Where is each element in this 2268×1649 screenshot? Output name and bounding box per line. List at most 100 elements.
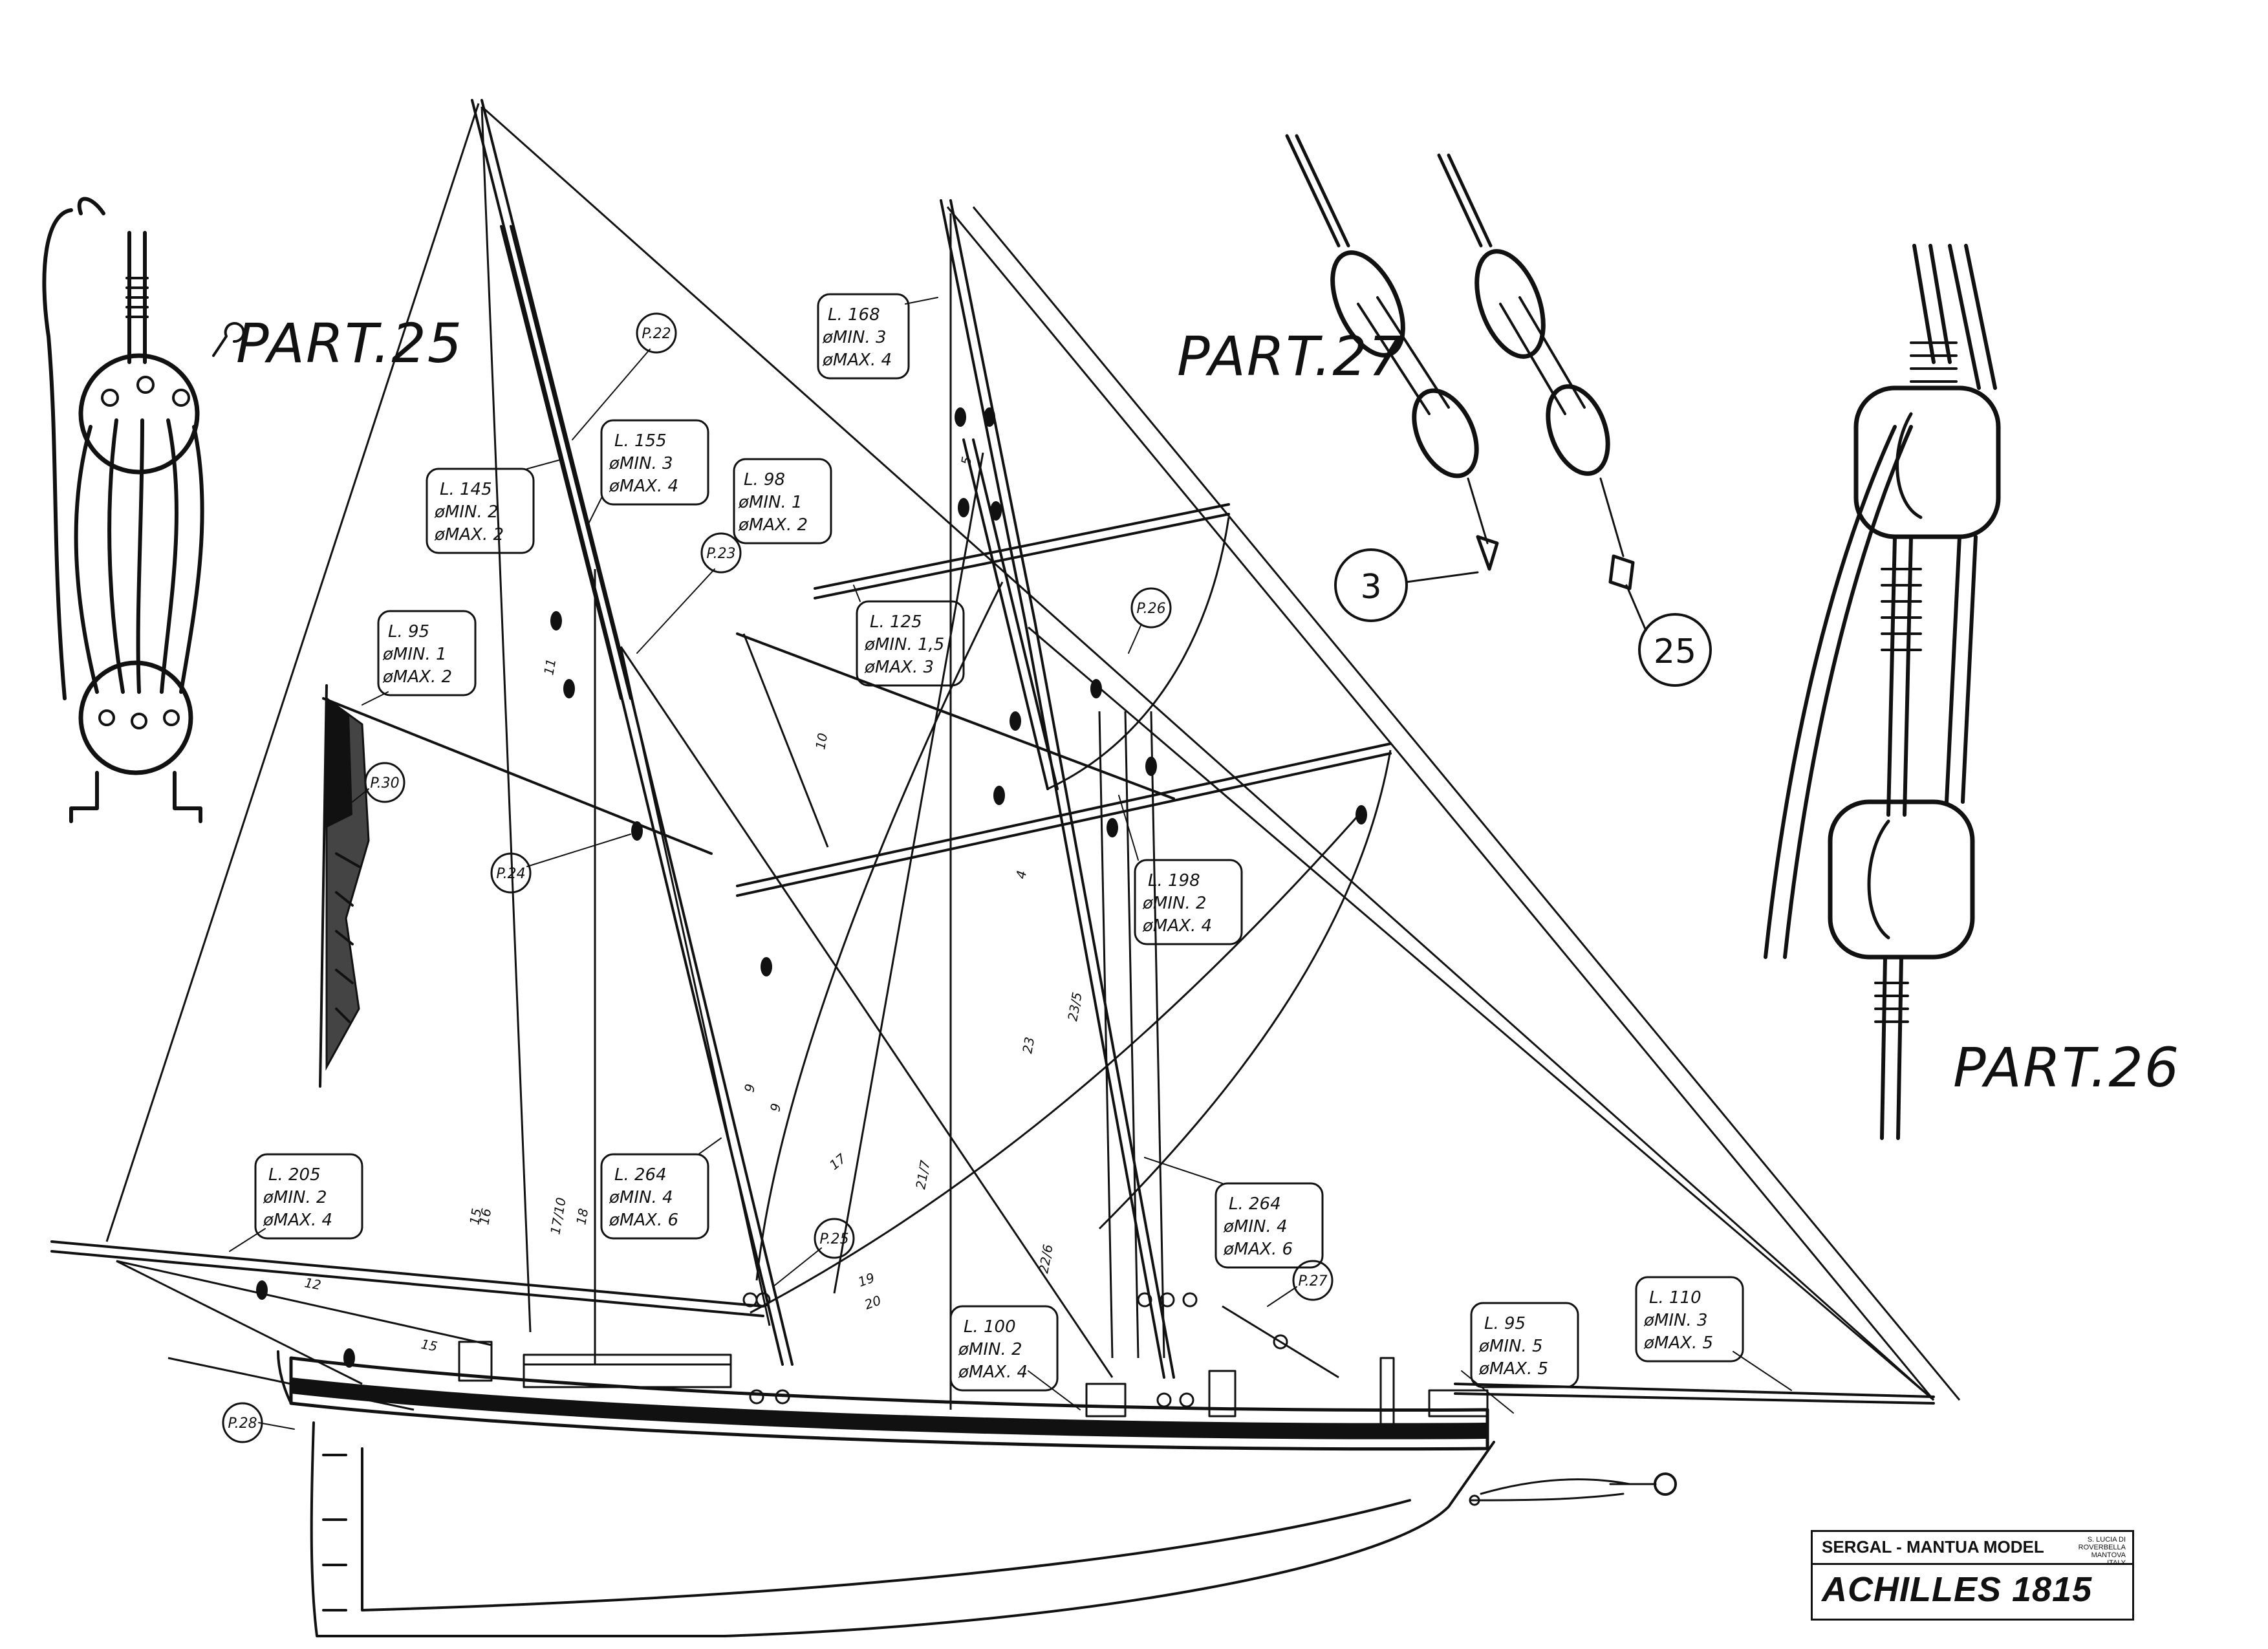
model-name: ACHILLES 1815 (1822, 1570, 2093, 1609)
svg-text:øMAX. 4: øMAX. 4 (1142, 916, 1212, 936)
svg-text:øMIN. 2: øMIN. 2 (958, 1340, 1022, 1359)
ref-p30: P.30 (352, 762, 405, 803)
svg-text:øMIN. 2: øMIN. 2 (1142, 894, 1207, 913)
svg-text:L. 264: L. 264 (1229, 1194, 1281, 1214)
svg-text:P.24: P.24 (496, 866, 525, 882)
line-tag-205: L. 205 øMIN. 2 øMAX. 4 (229, 1153, 363, 1252)
svg-text:L. 98: L. 98 (744, 470, 785, 490)
svg-text:L. 155: L. 155 (614, 431, 667, 451)
svg-text:øMAX. 2: øMAX. 2 (382, 667, 452, 687)
detail-number-25: 25 (1654, 632, 1696, 671)
svg-text:19: 19 (856, 1269, 877, 1289)
detail-part-26: PART.26 (1764, 244, 2180, 1140)
svg-text:P.25: P.25 (819, 1231, 848, 1247)
svg-text:23/5: 23/5 (1064, 991, 1085, 1022)
company-address: S. LUCIA DI ROVERBELLA MANTOVA ITALY (2048, 1536, 2126, 1567)
line-tag-125: L. 125 øMIN. 1,5 øMAX. 3 (853, 585, 965, 687)
svg-text:L. 205: L. 205 (268, 1165, 321, 1185)
svg-text:17: 17 (826, 1150, 849, 1173)
ref-p23: P.23 (636, 532, 742, 654)
svg-text:P.27: P.27 (1298, 1273, 1327, 1289)
detail-number-3: 3 (1360, 568, 1381, 607)
svg-text:L. 125: L. 125 (870, 612, 922, 632)
detail-part-25: PART.25 (42, 197, 463, 823)
ref-p27: P.27 (1267, 1260, 1334, 1307)
svg-text:P.30: P.30 (370, 775, 399, 792)
title-block: SERGAL - MANTUA MODEL S. LUCIA DI ROVERB… (1811, 1530, 2134, 1621)
svg-text:øMAX. 2: øMAX. 2 (434, 525, 504, 544)
line-tag-198: L. 198 øMIN. 2 øMAX. 4 (1118, 795, 1243, 945)
svg-text:18: 18 (573, 1207, 591, 1226)
svg-text:4: 4 (1013, 869, 1030, 880)
svg-text:L. 264: L. 264 (614, 1165, 667, 1185)
svg-text:L. 95: L. 95 (1484, 1314, 1526, 1333)
ref-p22: P.22 (572, 312, 677, 440)
ref-p26: P.26 (1128, 587, 1172, 654)
svg-text:øMIN. 3: øMIN. 3 (1643, 1311, 1708, 1330)
svg-text:øMAX. 4: øMAX. 4 (609, 477, 678, 496)
svg-text:9: 9 (767, 1102, 784, 1113)
rigging-blocks (256, 407, 1367, 1368)
svg-text:17/10: 17/10 (547, 1196, 569, 1236)
svg-text:9: 9 (741, 1083, 758, 1094)
company-name: SERGAL - MANTUA MODEL (1822, 1537, 2044, 1557)
svg-text:16: 16 (476, 1207, 494, 1226)
svg-text:øMIN. 3: øMIN. 3 (822, 328, 887, 347)
svg-text:P.22: P.22 (642, 326, 671, 342)
svg-text:øMIN. 5: øMIN. 5 (1478, 1337, 1543, 1356)
flag (319, 684, 370, 1088)
svg-text:øMAX. 2: øMAX. 2 (738, 515, 808, 535)
svg-text:L. 145: L. 145 (440, 480, 492, 499)
line-tag-264-left: L. 264 øMIN. 4 øMAX. 6 (600, 1137, 722, 1240)
ref-p24: P.24 (490, 834, 631, 894)
ref-p25: P.25 (772, 1218, 855, 1288)
line-tag-168: L. 168 øMIN. 3 øMAX. 4 (817, 293, 938, 380)
svg-text:øMIN. 4: øMIN. 4 (609, 1188, 673, 1207)
line-numbers: 11 5 10 9 9 17 19 20 21/7 23 4 23/5 22/6… (303, 455, 1085, 1354)
svg-text:20: 20 (863, 1292, 883, 1312)
svg-text:21/7: 21/7 (913, 1159, 933, 1191)
ref-p28: P.28 (222, 1402, 295, 1443)
svg-text:øMIN. 3: øMIN. 3 (609, 454, 673, 473)
svg-text:øMIN. 1: øMIN. 1 (738, 493, 803, 512)
svg-text:øMIN. 1: øMIN. 1 (382, 645, 447, 664)
svg-text:øMIN. 2: øMIN. 2 (434, 502, 499, 522)
svg-text:5: 5 (958, 455, 975, 466)
svg-text:øMIN. 2: øMIN. 2 (263, 1188, 327, 1207)
svg-text:øMAX. 3: øMAX. 3 (864, 658, 934, 677)
address-line: MANTOVA (2091, 1551, 2126, 1559)
svg-text:23: 23 (1019, 1036, 1037, 1055)
svg-text:øMIN. 1,5: øMIN. 1,5 (864, 635, 944, 654)
svg-text:øMAX. 4: øMAX. 4 (958, 1363, 1028, 1382)
svg-text:L. 95: L. 95 (388, 622, 429, 641)
svg-text:L. 168: L. 168 (828, 305, 880, 325)
svg-text:22/6: 22/6 (1035, 1243, 1055, 1274)
part-27-title: PART.27 (1177, 325, 1404, 388)
svg-text:11: 11 (541, 658, 559, 676)
svg-text:10: 10 (812, 732, 830, 751)
svg-text:P.28: P.28 (228, 1416, 257, 1432)
svg-text:L. 198: L. 198 (1148, 871, 1200, 890)
svg-text:L. 110: L. 110 (1649, 1288, 1701, 1308)
svg-text:12: 12 (303, 1275, 322, 1293)
title-block-divider (1813, 1563, 2132, 1565)
line-tag-100: L. 100 øMIN. 2 øMAX. 4 (949, 1305, 1081, 1410)
svg-text:15: 15 (420, 1336, 438, 1354)
line-tag-95-lower: L. 95 øMIN. 5 øMAX. 5 (1461, 1302, 1579, 1414)
svg-text:15: 15 (466, 1207, 484, 1226)
svg-text:øMAX. 4: øMAX. 4 (263, 1211, 332, 1230)
line-tag-95-upper: L. 95 øMIN. 1 øMAX. 2 (362, 610, 477, 706)
line-tag-98: L. 98 øMIN. 1 øMAX. 2 (733, 458, 832, 544)
address-line: S. LUCIA DI ROVERBELLA (2078, 1536, 2126, 1551)
line-tag-110: L. 110 øMIN. 3 øMAX. 5 (1635, 1276, 1792, 1391)
part-26-title: PART.26 (1953, 1036, 2180, 1099)
svg-text:øMAX. 6: øMAX. 6 (609, 1211, 678, 1230)
svg-text:øMAX. 4: øMAX. 4 (822, 350, 892, 370)
svg-text:øMAX. 5: øMAX. 5 (1643, 1333, 1713, 1353)
svg-text:øMIN. 4: øMIN. 4 (1223, 1217, 1288, 1236)
part-25-title: PART.25 (236, 312, 463, 375)
ship-rigging (105, 103, 1961, 1411)
svg-text:P.26: P.26 (1136, 601, 1165, 617)
svg-text:øMAX. 6: øMAX. 6 (1223, 1240, 1293, 1259)
